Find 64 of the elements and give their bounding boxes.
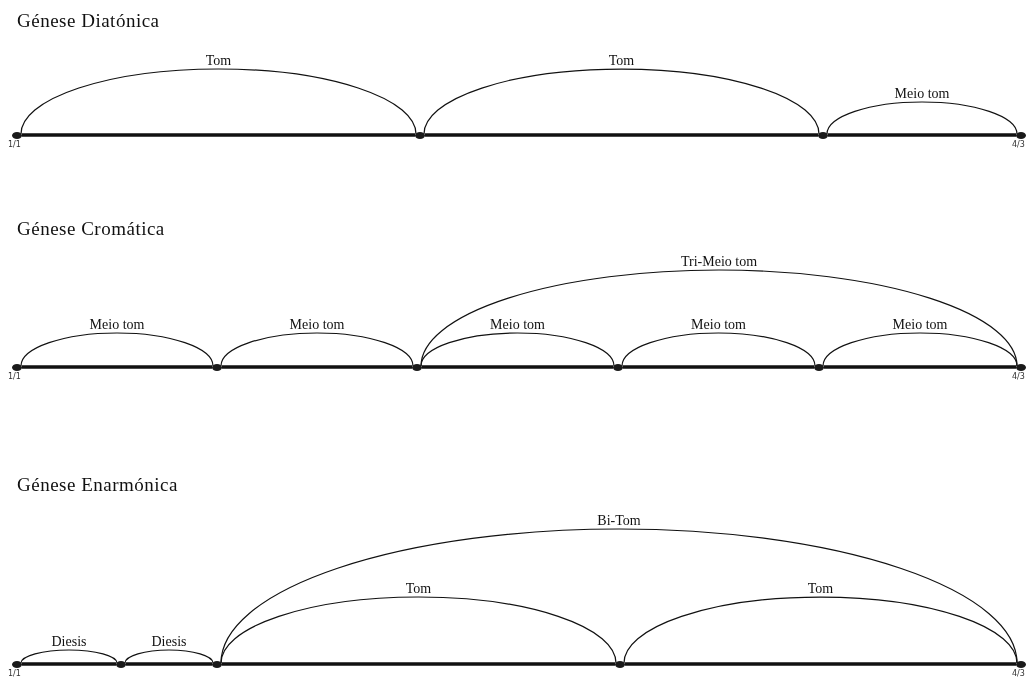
point-dot xyxy=(814,363,824,371)
point-dot xyxy=(212,660,222,668)
interval-label: Meio tom xyxy=(890,317,950,332)
point-dot xyxy=(116,660,126,668)
arc-line xyxy=(822,332,1018,367)
arc-line xyxy=(220,332,414,367)
ratio-label: 4/3 xyxy=(1012,669,1025,677)
interval-label: Tom xyxy=(606,53,637,68)
point-dot xyxy=(12,660,22,668)
point-dot xyxy=(412,363,422,371)
line-segment xyxy=(422,365,613,369)
line-segment xyxy=(222,662,615,666)
ratio-label: 1/1 xyxy=(8,669,21,677)
interval-label: Meio tom xyxy=(488,317,547,332)
line-segment xyxy=(425,133,818,137)
interval-label: Meio tom xyxy=(87,317,147,332)
point-dot xyxy=(1016,660,1026,668)
arc-line xyxy=(420,332,615,367)
ratio-label: 4/3 xyxy=(1012,140,1025,149)
point-dot xyxy=(818,131,828,139)
interval-label: Diesis xyxy=(149,634,189,649)
interval-label: Meio tom xyxy=(892,86,952,101)
interval-label: Meio tom xyxy=(689,317,748,332)
point-dot xyxy=(615,660,625,668)
arc-line xyxy=(220,528,1018,664)
section-heading: Génese Enarmónica xyxy=(17,474,178,496)
line-segment xyxy=(22,365,212,369)
arc-line xyxy=(20,332,214,367)
interval-label: Tom xyxy=(203,53,234,68)
arc-line xyxy=(20,68,417,135)
line-segment xyxy=(22,662,116,666)
section-heading: Génese Diatónica xyxy=(17,10,160,32)
arc-line xyxy=(621,332,816,367)
point-dot xyxy=(12,363,22,371)
ratio-label: 1/1 xyxy=(8,140,21,149)
interval-label: Meio tom xyxy=(287,317,347,332)
interval-label: Tom xyxy=(403,581,434,596)
line-segment xyxy=(828,133,1016,137)
line-segment xyxy=(824,365,1016,369)
line-segment xyxy=(623,365,814,369)
interval-label: Bi-Tom xyxy=(595,513,643,528)
arc-line xyxy=(20,649,118,664)
line-segment xyxy=(222,365,412,369)
interval-label: Diesis xyxy=(49,634,89,649)
line-segment xyxy=(22,133,415,137)
interval-label: Tri-Meio tom xyxy=(678,254,760,269)
arc-line xyxy=(423,68,820,135)
section-heading: Génese Cromática xyxy=(17,218,165,240)
arc-line xyxy=(623,596,1018,664)
point-dot xyxy=(1016,131,1026,139)
arc-line xyxy=(420,269,1018,367)
point-dot xyxy=(212,363,222,371)
point-dot xyxy=(1016,363,1026,371)
arc-line xyxy=(220,596,617,664)
ratio-label: 1/1 xyxy=(8,372,21,381)
interval-label: Tom xyxy=(805,581,836,596)
point-dot xyxy=(415,131,425,139)
line-segment xyxy=(625,662,1016,666)
point-dot xyxy=(613,363,623,371)
line-segment xyxy=(126,662,212,666)
arc-line xyxy=(124,649,214,664)
point-dot xyxy=(12,131,22,139)
ratio-label: 4/3 xyxy=(1012,372,1025,381)
arc-line xyxy=(826,101,1018,135)
